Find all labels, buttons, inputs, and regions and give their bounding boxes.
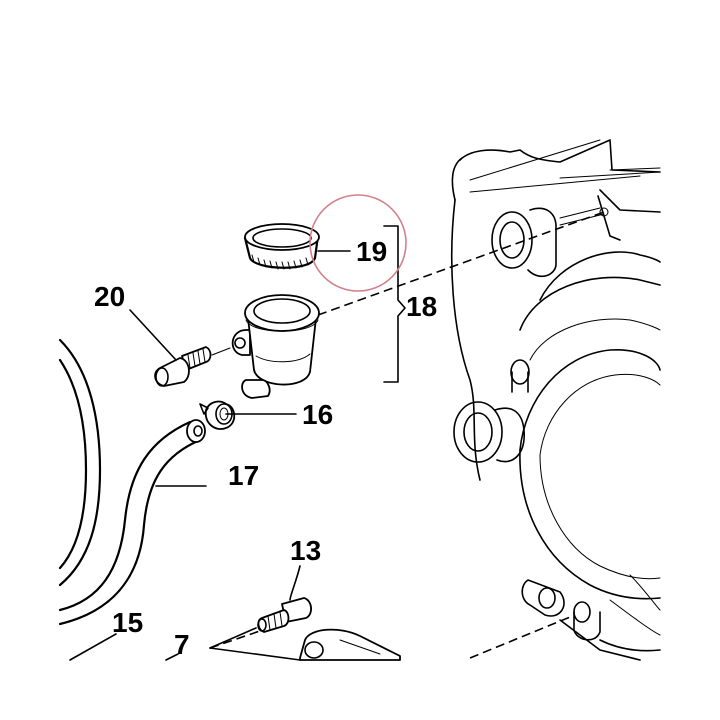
part-20-bolt (154, 346, 231, 387)
dashed-leader-bottom (469, 614, 576, 659)
engine-casing (450, 139, 661, 661)
part-7-bracket (299, 628, 401, 661)
part-18-reservoir (231, 294, 320, 399)
label-20: 20 (94, 281, 125, 312)
dashed-leader-reservoir (317, 211, 605, 316)
label-16: 16 (302, 399, 333, 430)
part-19-cap-ring (243, 223, 320, 270)
label-13: 13 (290, 535, 321, 566)
part-15-curved-hose (58, 338, 102, 587)
part-16-clip (199, 400, 236, 430)
label-15: 15 (112, 607, 143, 638)
leader-lines (69, 250, 351, 661)
label-7: 7 (174, 629, 190, 660)
part-17-hose (58, 419, 206, 626)
label-19: 19 (356, 236, 387, 267)
label-17: 17 (228, 460, 259, 491)
bracket-18 (383, 225, 406, 383)
highlight-circle (309, 194, 407, 292)
label-18: 18 (406, 291, 437, 322)
part-13-fitting (257, 597, 312, 633)
